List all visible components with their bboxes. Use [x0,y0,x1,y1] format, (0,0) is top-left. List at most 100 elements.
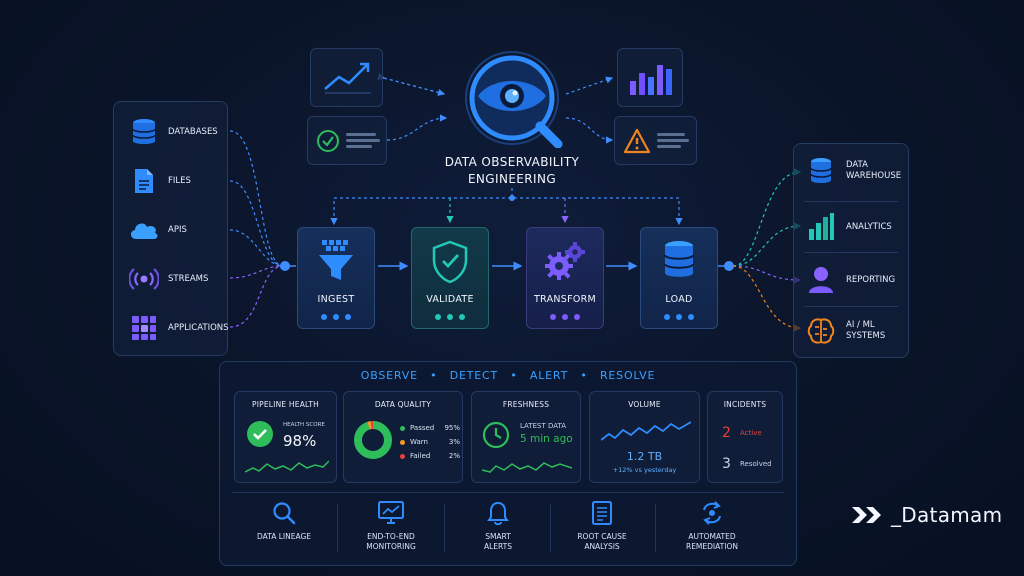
legend-label: Failed [410,452,431,460]
brain-icon [806,316,836,346]
feature-label-2: ANALYSIS [584,542,620,551]
database-icon [641,240,717,284]
stage-label: INGEST [317,294,355,305]
title-line-2: ENGINEERING [467,172,557,186]
cycle-icon [662,500,762,526]
magnifier-eye-icon [465,51,563,149]
banner-separator: • [510,369,518,382]
health-score-value: 98% [283,432,317,450]
legend-value: 95% [444,424,460,432]
divider [550,504,551,552]
stage-load[interactable]: LOAD [640,227,718,329]
source-label: DATABASES [168,127,218,137]
feature-label-2: MONITORING [366,542,416,551]
feature-data-lineage[interactable]: DATA LINEAGE [234,500,334,556]
banner-resolve: RESOLVE [599,369,656,382]
card-pipeline-health[interactable]: PIPELINE HEALTH HEALTH SCORE 98% [234,391,337,483]
legend-label: Warn [410,438,428,446]
feature-label-1: DATA LINEAGE [257,532,311,541]
source-label: APPLICATIONS [168,323,229,333]
card-title: INCIDENTS [723,400,767,409]
stage-transform[interactable]: TRANSFORM [526,227,604,329]
user-icon [806,265,836,295]
donut-slice-failed [354,421,392,459]
stage-ingest[interactable]: INGEST [297,227,375,329]
card-title: VOLUME [628,400,661,409]
feature-label-1: SMART [485,532,511,541]
feature-label-1: AUTOMATED [688,532,736,541]
banner: OBSERVE • DETECT • ALERT • RESOLVE [219,369,797,382]
volume-sparkline [601,421,691,441]
volume-delta: +12% vs yesterday [612,466,677,474]
database-icon [806,156,836,186]
dashboard-divider [232,492,784,493]
brand[interactable]: _Datamam [851,503,1002,527]
shield-check-icon [412,240,488,284]
source-label: APIS [168,225,187,235]
health-score-label: HEALTH SCORE [283,422,325,428]
feature-label-2: ALERTS [483,542,513,551]
trend-up-icon [324,62,371,94]
stage-label: TRANSFORM [533,294,597,305]
output-label-1: ANALYTICS [846,221,892,232]
active-label: Active [740,429,762,437]
freshness-label: LATEST DATA [520,422,566,430]
health-sparkline [245,460,329,473]
incidents-active: 2 Active [722,425,762,441]
list-lines [657,133,689,149]
source-databases[interactable]: DATABASES [114,112,229,152]
stage-dots [641,314,717,320]
source-files[interactable]: FILES [114,161,229,201]
divider [804,201,898,202]
stage-validate[interactable]: VALIDATE [411,227,489,329]
active-count: 2 [722,425,731,441]
bar-chart-panel [617,48,683,107]
warning-icon [623,128,651,154]
warning-panel [614,116,697,165]
freshness-value: 5 min ago [520,433,573,445]
monitor-icon [341,500,441,526]
source-label: STREAMS [168,274,209,284]
freshness-sparkline [482,462,572,473]
stage-dots [527,314,603,320]
bar-chart-icon [806,212,836,242]
output-label-2: WAREHOUSE [846,171,902,181]
bar-chart-icon [630,65,672,95]
card-volume[interactable]: VOLUME 1.2 TB +12% vs yesterday [589,391,700,483]
stage-dots [298,314,374,320]
check-circle-icon [247,421,273,447]
source-apis[interactable]: APIS [114,210,229,250]
trend-panel [310,48,383,107]
card-title: FRESHNESS [502,400,550,409]
output-label-1: DATA [846,160,868,170]
volume-value: 1.2 TB [626,450,663,463]
output-label-2: SYSTEMS [846,331,886,341]
stage-label: LOAD [665,294,693,305]
sources-panel: DATABASES FILES APIS STREAMS APPLICATION… [113,101,229,356]
source-streams[interactable]: STREAMS [114,259,229,299]
brand-name: _Datamam [891,503,1003,527]
divider [804,306,898,307]
cloud-icon [128,214,160,246]
source-applications[interactable]: APPLICATIONS [114,308,229,348]
output-analytics[interactable]: ANALYTICS [794,212,910,242]
resolved-count: 3 [722,456,731,472]
donut-slice-passed [354,421,392,459]
database-icon [128,116,160,148]
card-incidents[interactable]: INCIDENTS 2 Active 3 Resolved [707,391,783,483]
divider [655,504,656,552]
card-freshness[interactable]: FRESHNESS LATEST DATA 5 min ago [471,391,581,483]
search-icon [234,500,334,526]
output-reporting[interactable]: REPORTING [794,265,910,295]
stage-dots [412,314,488,320]
